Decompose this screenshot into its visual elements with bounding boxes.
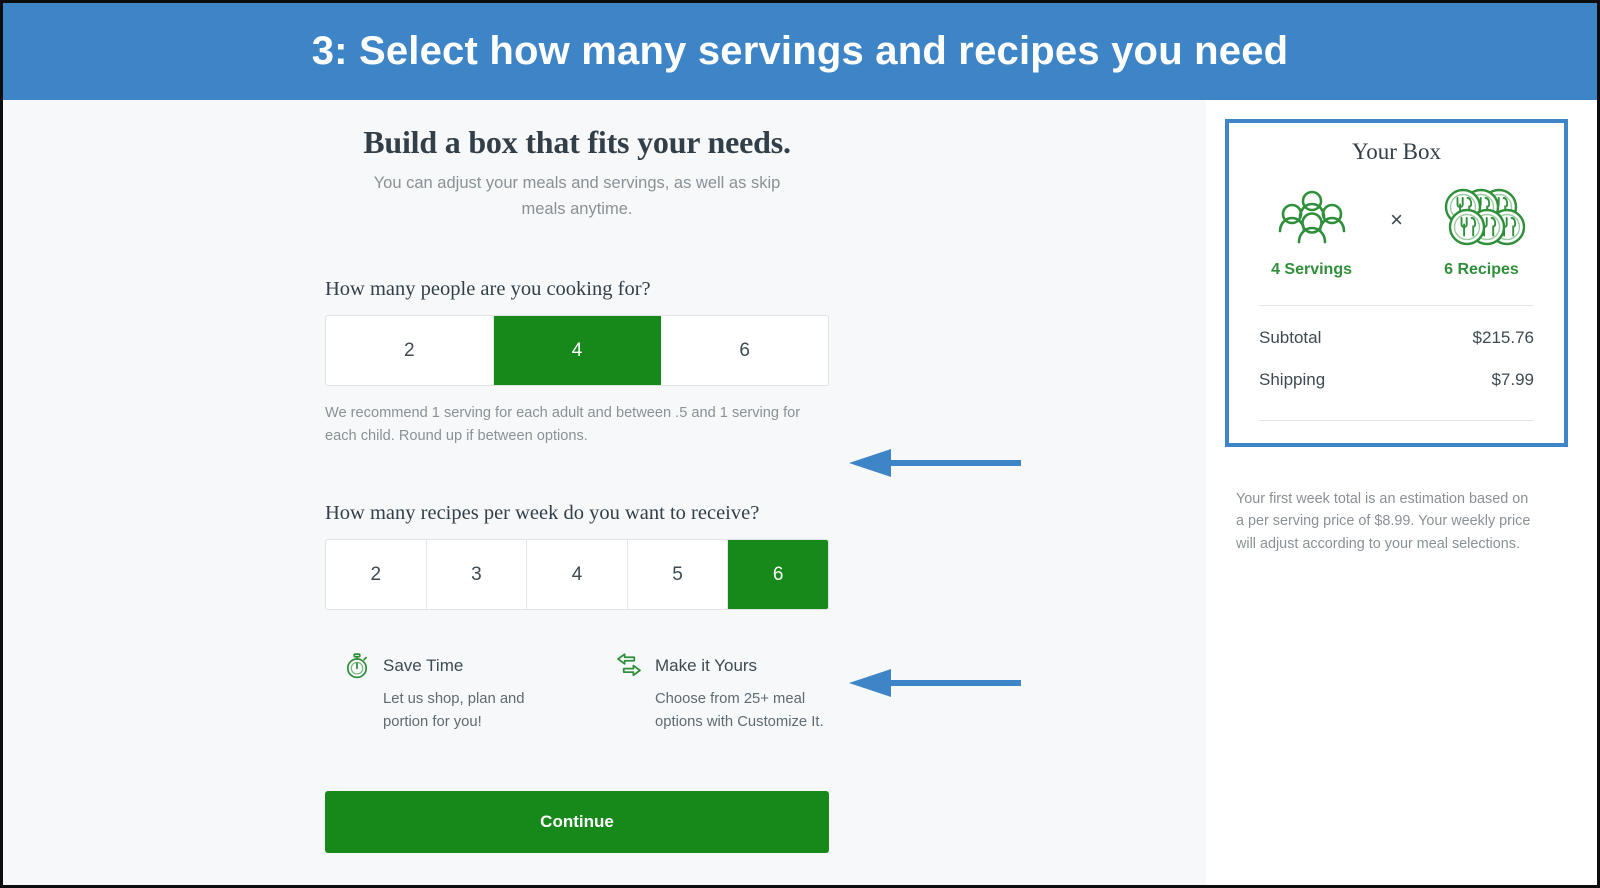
recipes-option-2[interactable]: 2	[326, 540, 427, 610]
recipes-option-6[interactable]: 6	[728, 540, 828, 610]
servings-summary: 4 Servings	[1259, 187, 1364, 279]
servings-helper-text: We recommend 1 serving for each adult an…	[325, 405, 801, 445]
recipes-summary: 6 Recipes	[1429, 187, 1534, 279]
divider-bottom	[1259, 420, 1534, 421]
plates-with-forks-icon	[1445, 188, 1526, 246]
annotation-banner: 3: Select how many servings and recipes …	[3, 3, 1597, 100]
your-box-panel: Your Box	[1225, 119, 1568, 447]
divider-top	[1259, 305, 1534, 306]
recipes-summary-label: 6 Recipes	[1444, 261, 1519, 278]
recipes-option-3[interactable]: 3	[426, 540, 528, 610]
feature-make-it-yours: Make it Yours Choose from 25+ meal optio…	[615, 652, 829, 733]
your-box-title: Your Box	[1351, 139, 1442, 164]
swap-arrows-icon	[617, 653, 641, 677]
recipes-option-5[interactable]: 5	[627, 540, 729, 610]
recipes-segmented-control[interactable]: 2 3 4 5 6	[325, 539, 829, 611]
arrow-pointing-to-recipes-selector	[849, 666, 1021, 700]
feature-description: Let us shop, plan and portion for you!	[383, 691, 525, 730]
feature-save-time: Save Time Let us shop, plan and portion …	[343, 652, 557, 733]
stopwatch-icon	[346, 653, 368, 679]
feature-list: Save Time Let us shop, plan and portion …	[325, 652, 829, 733]
arrow-shaft	[889, 460, 1021, 466]
arrow-head	[849, 449, 891, 477]
your-box-summary-graphic: 4 Servings ×	[1259, 187, 1534, 279]
servings-option-6[interactable]: 6	[661, 316, 828, 386]
servings-option-2[interactable]: 2	[326, 316, 494, 386]
servings-summary-label: 4 Servings	[1271, 261, 1352, 278]
subtotal-label: Subtotal	[1259, 328, 1322, 347]
page-headline: Build a box that fits your needs.	[363, 124, 791, 160]
shipping-row: Shipping $7.99	[1259, 370, 1534, 390]
feature-title: Save Time	[383, 656, 464, 676]
your-box-inner: Your Box	[1229, 123, 1564, 443]
recipes-option-4[interactable]: 4	[527, 540, 628, 610]
subtotal-amount: $215.76	[1472, 328, 1534, 347]
feature-header: Make it Yours	[615, 652, 829, 680]
shipping-amount: $7.99	[1491, 370, 1534, 389]
page-body: Build a box that fits your needs. You ca…	[3, 100, 1597, 885]
servings-question-label: How many people are you cooking for?	[325, 278, 651, 301]
feature-description: Choose from 25+ meal options with Custom…	[655, 691, 824, 730]
continue-button[interactable]: Continue	[325, 791, 829, 854]
banner-title: 3: Select how many servings and recipes …	[311, 29, 1289, 73]
arrow-pointing-to-servings-selector	[849, 446, 1021, 480]
people-group-icon	[1278, 190, 1345, 244]
feature-title: Make it Yours	[655, 656, 758, 676]
price-disclaimer: Your first week total is an estimation b…	[1236, 491, 1531, 552]
subtotal-row: Subtotal $215.76	[1259, 328, 1534, 348]
arrow-shaft	[889, 680, 1021, 686]
recipes-question-label: How many recipes per week do you want to…	[325, 502, 760, 525]
feature-header: Save Time	[343, 652, 557, 680]
right-sidebar-pane: Your Box	[1206, 100, 1597, 885]
servings-segmented-control[interactable]: 2 4 6	[325, 315, 829, 387]
servings-option-4[interactable]: 4	[493, 316, 662, 386]
arrow-head	[849, 669, 891, 697]
main-column: Build a box that fits your needs. You ca…	[325, 100, 829, 854]
shipping-label: Shipping	[1259, 370, 1326, 389]
left-content-pane: Build a box that fits your needs. You ca…	[3, 100, 1206, 885]
page-subheadline: You can adjust your meals and servings, …	[373, 174, 781, 218]
multiply-icon: ×	[1390, 207, 1403, 232]
